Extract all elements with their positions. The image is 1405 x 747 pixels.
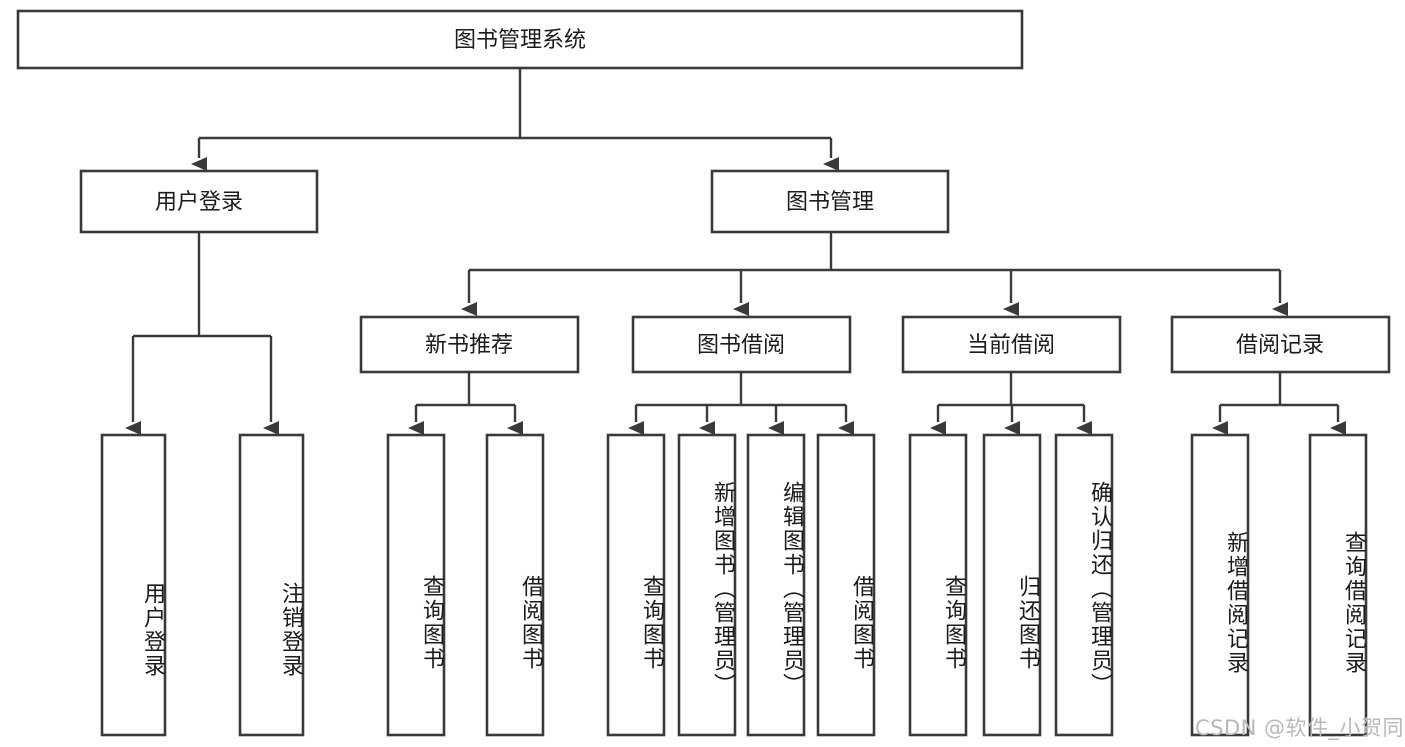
connector-group-borrow-record-to-leaves [1212,372,1346,435]
node-new-book-recommend-box[interactable] [359,315,580,374]
node-leaf-query-book-current-box[interactable] [908,433,968,737]
node-leaf-edit-book-box[interactable] [746,433,806,737]
node-leaf-add-borrow-record-box[interactable] [1190,433,1250,737]
node-leaf-borrow-book-box[interactable] [816,433,876,737]
node-leaf-add-book-box[interactable] [677,433,737,737]
node-current-borrow-label: 当前借阅 [967,333,1055,358]
node-current-borrow-box[interactable] [901,315,1122,374]
connector-group-book-borrow-to-leaves [628,372,854,435]
node-borrow-record-box[interactable] [1170,315,1391,374]
node-leaf-user-login-box[interactable] [100,433,167,737]
node-leaf-logout-login-box[interactable] [238,433,305,737]
node-user-login-box[interactable] [79,169,319,234]
connector-group-user-login-to-leaves [125,232,279,435]
node-book-borrow-box[interactable] [631,315,852,374]
node-new-book-recommend-label: 新书推荐 [425,333,513,358]
node-book-manage-label: 图书管理 [786,190,874,215]
node-user-login-label: 用户登录 [155,190,243,215]
node-leaf-confirm-return-box[interactable] [1054,433,1114,737]
node-borrow-record[interactable]: 借阅记录 [1170,315,1391,374]
node-leaf-return-book-box[interactable] [982,433,1042,737]
node-book-borrow[interactable]: 图书借阅 [631,315,852,374]
node-root[interactable]: 图书管理系统 [16,9,1024,70]
node-new-book-recommend[interactable]: 新书推荐 [359,315,580,374]
node-leaf-borrow-book-recommend-box[interactable] [485,433,545,737]
node-root-label: 图书管理系统 [454,28,586,53]
node-book-manage[interactable]: 图书管理 [710,169,950,234]
node-root-box[interactable] [16,9,1024,70]
node-user-login[interactable]: 用户登录 [79,169,319,234]
connector-group-root-to-level2 [191,68,839,171]
node-leaf-query-book-borrow-box[interactable] [606,433,666,737]
connector-group-new-book-recommend-to-leaves [408,372,523,435]
csdn-watermark: CSDN @软件_小贺同学 [1195,716,1405,740]
node-leaf-query-book-recommend-box[interactable] [386,433,446,737]
node-book-borrow-label: 图书借阅 [697,333,785,358]
connector-group-current-borrow-to-leaves [930,372,1092,435]
connector-group-book-manage-to-level3 [461,232,1288,316]
node-book-manage-box[interactable] [710,169,950,234]
node-borrow-record-label: 借阅记录 [1236,333,1324,358]
node-leaf-query-borrow-record-box[interactable] [1308,433,1368,737]
node-current-borrow[interactable]: 当前借阅 [901,315,1122,374]
